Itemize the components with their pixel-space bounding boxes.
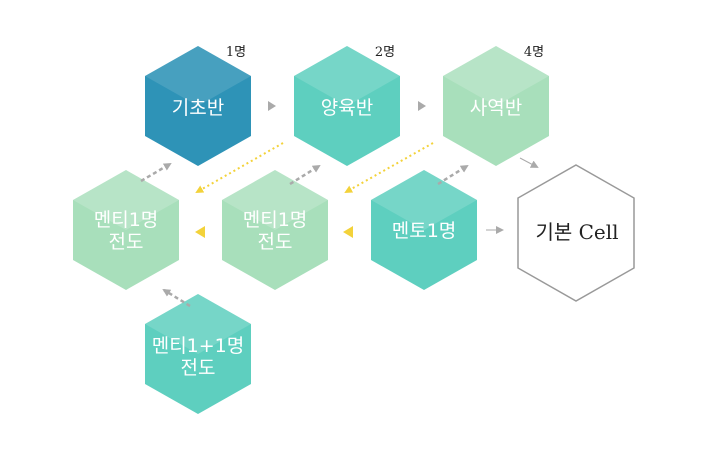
hex-mentee-mid-highlight [222, 170, 328, 230]
hex-mentee-left-line1: 멘티1명 [94, 209, 159, 231]
arrow-ministry-to-mentee-mid [344, 142, 434, 193]
hex-mentee-plus: 멘티1+1명 전도 [145, 294, 251, 414]
hex-basic-label: 기초반 [172, 97, 224, 119]
hex-mentee-plus-highlight [145, 294, 251, 354]
hex-mentor-highlight [371, 170, 477, 230]
hex-mentee-mid-line1: 멘티1명 [243, 209, 308, 231]
arrow-training-to-ministry [418, 101, 426, 111]
hex-mentee-mid-shape [222, 170, 328, 290]
hex-mentee-left-shape [73, 170, 179, 290]
hex-ministry: 사역반 4명 [443, 45, 549, 166]
hex-mentor-shape [371, 170, 477, 290]
hex-mentee-plus-shape [145, 294, 251, 414]
hex-mentee-left-line2: 전도 [109, 231, 144, 253]
hex-basic-cell-label: 기본 Cell [535, 220, 618, 244]
hex-mentee-left-highlight [73, 170, 179, 230]
hex-mentee-plus-line2: 전도 [181, 357, 216, 379]
arrow-mentor-to-mid [343, 226, 353, 238]
arrow-mid-to-left [195, 226, 205, 238]
hex-ministry-label: 사역반 [470, 97, 522, 119]
hex-basic-cell: 기본 Cell [517, 164, 635, 302]
hex-basic-cell-shape [517, 164, 635, 302]
hex-basic-shape [145, 46, 251, 166]
hex-training-count: 2명 [375, 45, 395, 60]
hex-basic: 기초반 1명 [145, 45, 251, 166]
hex-ministry-shape [443, 46, 549, 166]
hex-basic-count: 1명 [226, 45, 246, 60]
hex-training-shape [294, 46, 400, 166]
hex-training-label: 양육반 [321, 97, 373, 119]
arrow-basic-to-training [268, 101, 276, 111]
arrow-mentee-mid-to-training [289, 164, 321, 186]
arrow-mentor-to-ministry [437, 164, 469, 186]
hex-training-highlight [294, 46, 400, 106]
hex-mentee-mid-line2: 전도 [258, 231, 293, 253]
hex-ministry-highlight [443, 46, 549, 106]
arrow-training-to-mentee-left [195, 142, 284, 193]
arrow-ministry-to-cell [519, 157, 539, 168]
hex-training: 양육반 2명 [294, 45, 400, 166]
hex-mentee-mid: 멘티1명 전도 [222, 170, 328, 290]
hex-basic-highlight [145, 46, 251, 106]
hex-mentor: 멘토1명 [371, 170, 477, 290]
hex-ministry-count: 4명 [524, 45, 544, 60]
hex-mentee-plus-line1: 멘티1+1명 [152, 335, 245, 357]
arrow-mentee-left-to-basic [140, 162, 172, 183]
arrow-mentee-plus-to-mentee-left [162, 288, 191, 308]
hex-mentor-label: 멘토1명 [392, 220, 457, 242]
hex-mentee-left: 멘티1명 전도 [73, 170, 179, 290]
